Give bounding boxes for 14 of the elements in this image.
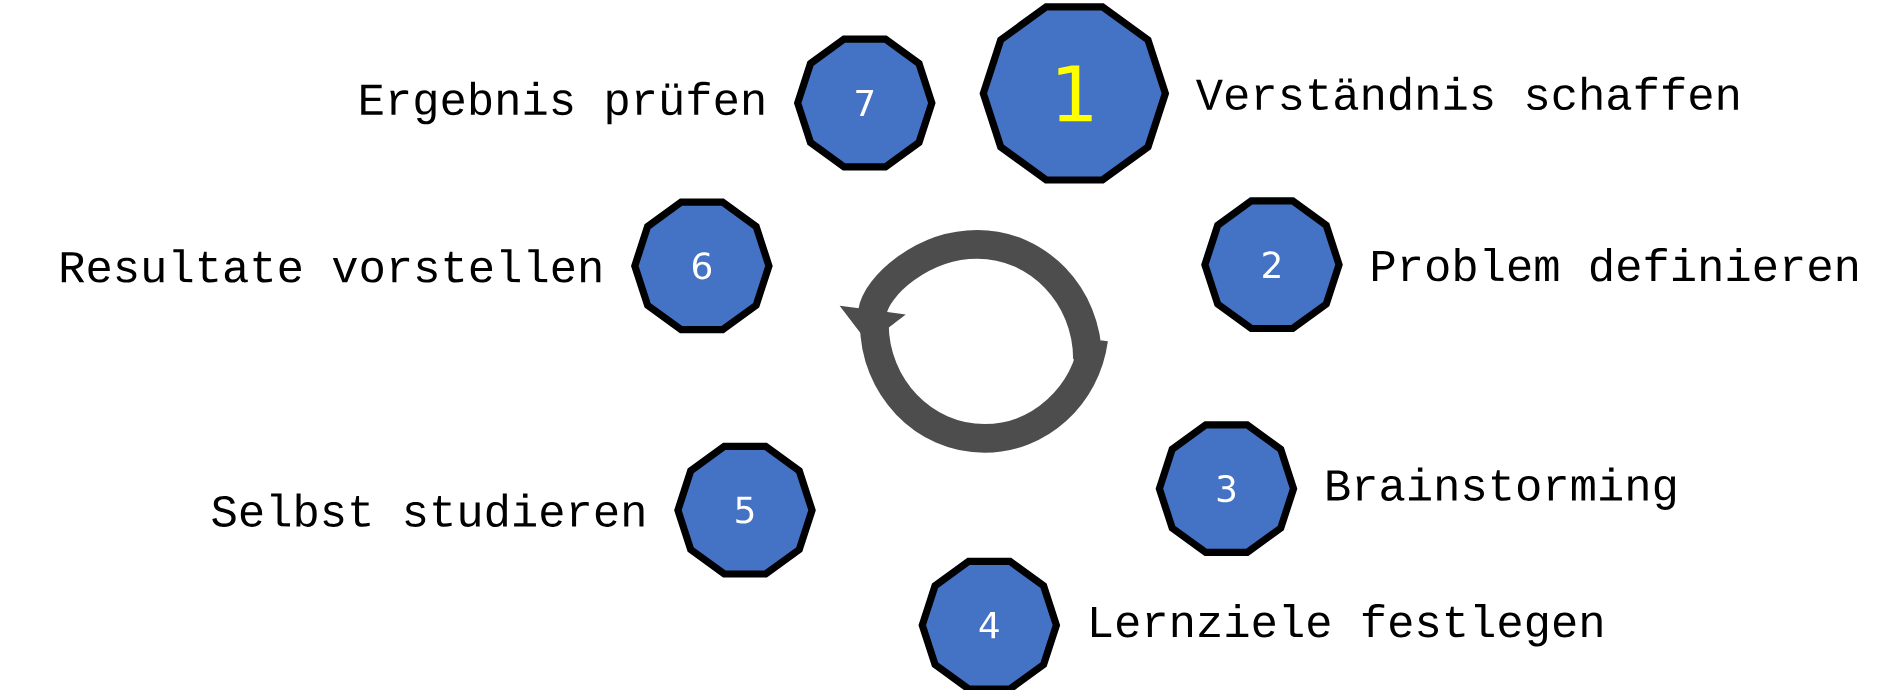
step-label: Selbst studieren: [212, 493, 644, 528]
step-label: Verständnis schaffen: [1195, 76, 1738, 111]
step-label: Resultate vorstellen: [61, 249, 601, 283]
step-label: Lernziele festlegen: [1092, 604, 1602, 647]
numbered-decagon: 4: [918, 557, 1061, 690]
numbered-decagon: 6: [631, 198, 773, 334]
numbered-decagon: 1: [979, 3, 1170, 184]
step-label: Brainstorming: [1327, 467, 1675, 510]
numbered-decagon: 5: [674, 442, 816, 578]
step-label: Problem definieren: [1373, 247, 1857, 282]
numbered-decagon: 7: [793, 35, 936, 171]
step-label: Ergebnis prüfen: [361, 81, 764, 125]
numbered-decagon: 2: [1201, 197, 1343, 333]
numbered-decagon: 3: [1155, 421, 1298, 557]
